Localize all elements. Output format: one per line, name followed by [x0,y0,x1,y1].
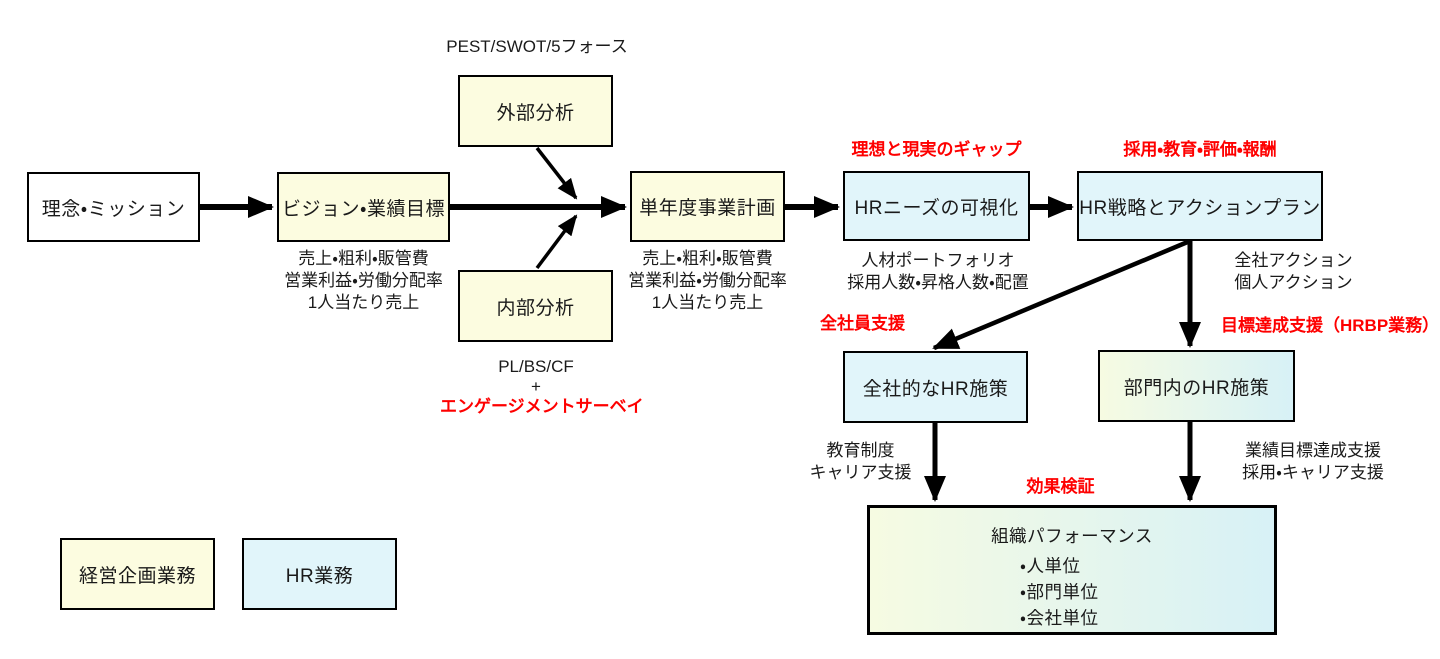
node-annual-plan: 単年度事業計画 [630,171,785,242]
note-red-effect-verification: 効果検証 [1026,477,1095,496]
node-hr-needs: HRニーズの可視化 [843,171,1030,241]
node-external-analysis: 外部分析 [458,75,613,147]
arrow-internal-analysis-merge [535,214,578,270]
note-hr-needs-detail: 人材ポートフォリオ 採用人数・昇格人数・配置 [843,250,1033,294]
note-line: 営業利益・労働分配率 [284,271,443,290]
node-vision: ビジョン・業績目標 [277,172,450,242]
note-plus-sign: + [531,377,541,396]
org-unit-company: ・会社単位 [1020,608,1099,628]
note-line: 全社アクション [1234,251,1353,270]
note-department-detail: 業績目標達成支援 採用・キャリア支援 [1227,440,1399,484]
note-companywide-detail: 教育制度 キャリア支援 [793,440,928,484]
note-line: 売上・粗利・販管費 [642,249,773,268]
note-engagement-survey: エンゲージメントサーベイ [440,397,644,416]
note-vision-metrics: 売上・粗利・販管費 営業利益・労働分配率 1人当たり売上 [266,248,461,314]
note-line: 採用・キャリア支援 [1242,463,1384,482]
note-hr-strategy-detail: 全社アクション 個人アクション [1216,250,1371,294]
org-unit-department: ・部門単位 [1020,582,1099,602]
org-unit-person: ・人単位 [1020,556,1081,576]
note-line: 1人当たり売上 [651,293,764,312]
note-line: 教育制度 [826,441,895,460]
node-companywide-hr: 全社的なHR施策 [843,351,1028,423]
note-line: PL/BS/CF [498,357,574,376]
note-line: キャリア支援 [809,463,912,482]
note-red-hrbp-support: 目標達成支援（HRBP業務） [1221,316,1440,335]
note-red-gap: 理想と現実のギャップ [851,140,1022,159]
note-red-all-employee-support: 全社員支援 [820,314,905,333]
org-performance-units: ・人単位 ・部門単位 ・会社単位 [1020,553,1274,631]
note-red-scope: 採用・教育・評価・報酬 [1123,140,1277,159]
node-org-performance: 組織パフォーマンス ・人単位 ・部門単位 ・会社単位 [867,505,1277,635]
note-line: 人材ポートフォリオ [861,251,1015,270]
node-internal-analysis: 内部分析 [458,270,613,342]
arrow-strategy-to-companywide [932,238,1191,351]
note-frameworks: PEST/SWOT/5フォース [446,37,628,56]
note-annual-plan-metrics: 売上・粗利・販管費 営業利益・労働分配率 1人当たり売上 [610,248,805,314]
note-line: 業績目標達成支援 [1245,441,1381,460]
note-line: 売上・粗利・販管費 [298,249,429,268]
note-line: 営業利益・労働分配率 [628,271,787,290]
note-internal-analysis: PL/BS/CF + エンゲージメントサーベイ [440,356,644,418]
arrow-external-analysis-merge [535,146,578,200]
legend-planning-work: 経営企画業務 [60,538,215,610]
node-mission: 理念・ミッション [27,172,200,242]
org-performance-title: 組織パフォーマンス [991,526,1153,546]
node-department-hr: 部門内のHR施策 [1098,350,1295,422]
note-line: 個人アクション [1234,273,1353,292]
legend-hr-work: HR業務 [242,538,397,610]
note-line: 採用人数・昇格人数・配置 [847,273,1029,292]
note-line: 1人当たり売上 [307,293,420,312]
node-hr-strategy: HR戦略とアクションプラン [1077,171,1323,241]
